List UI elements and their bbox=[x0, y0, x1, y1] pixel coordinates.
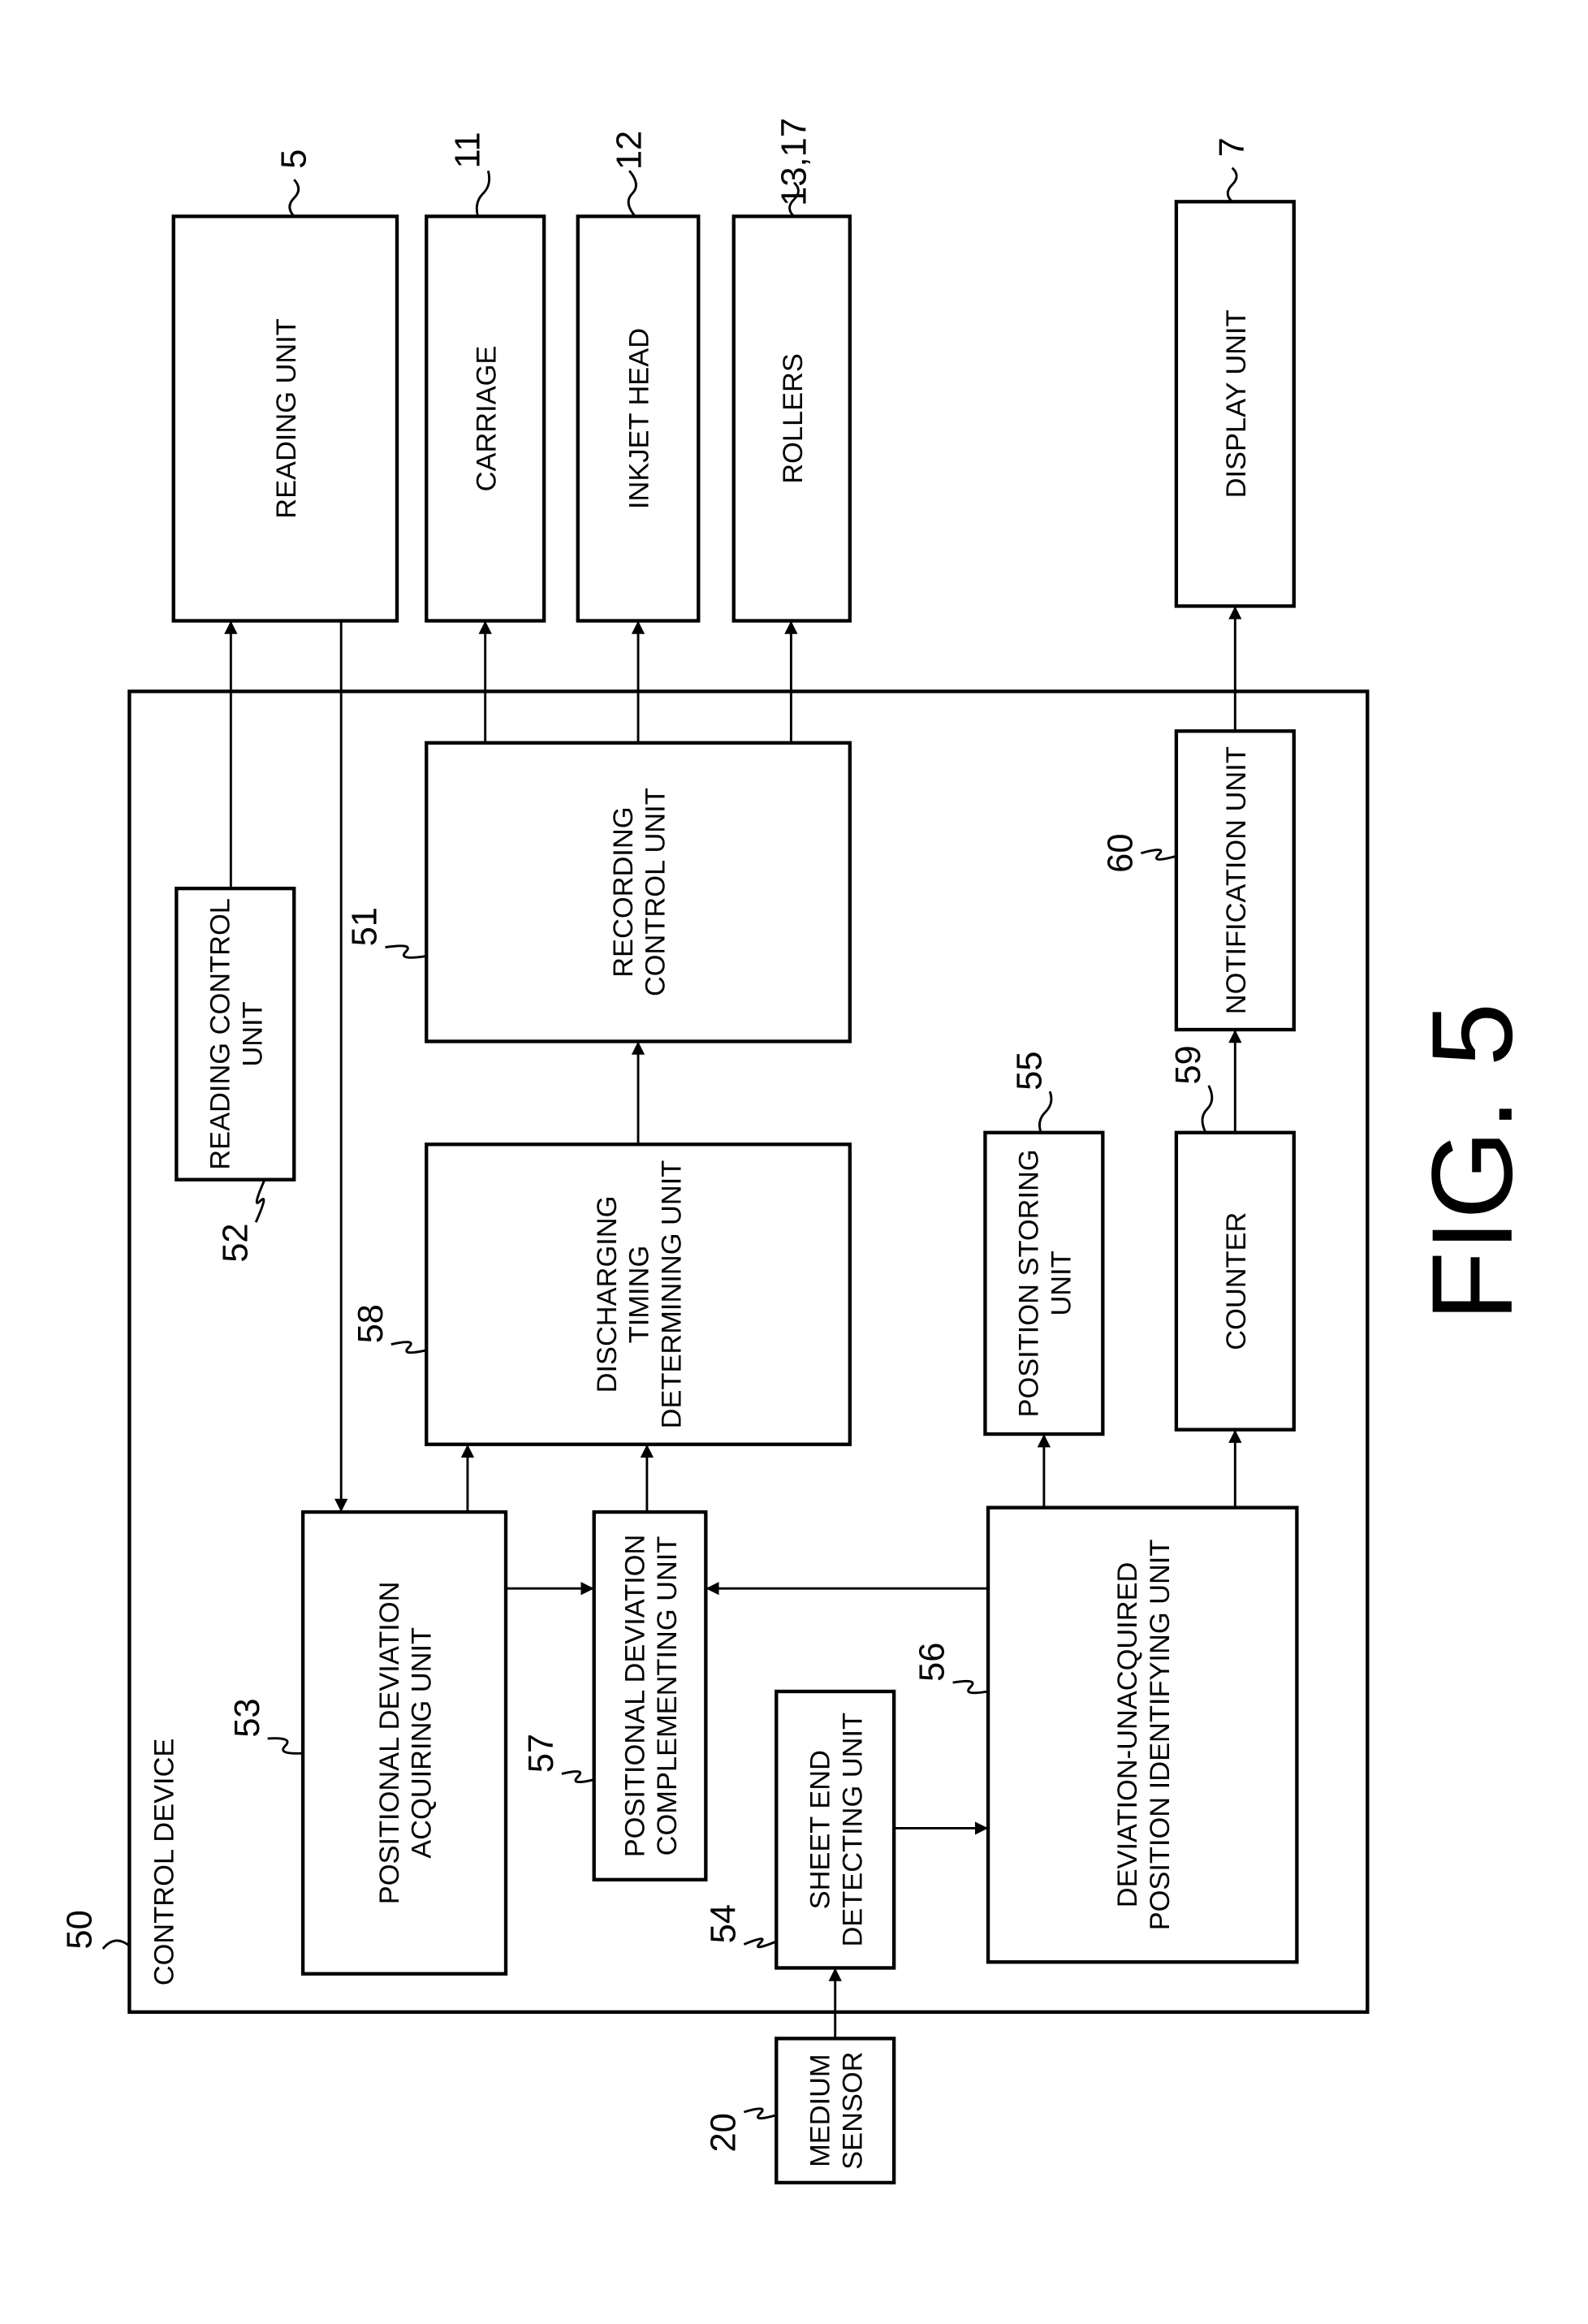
sheet-end-detecting-unit: SHEET ENDDETECTING UNIT bbox=[776, 1691, 894, 1968]
leader-line bbox=[1039, 1091, 1051, 1133]
position-storing-unit: POSITION STORINGUNIT bbox=[985, 1133, 1103, 1434]
medium-sensor-label: MEDIUM bbox=[805, 2054, 835, 2167]
positional-deviation-acquiring-unit-label: POSITIONAL DEVIATION bbox=[374, 1582, 405, 1905]
ref-number-58: 58 bbox=[352, 1304, 391, 1343]
display-unit-label: DISPLAY UNIT bbox=[1221, 309, 1252, 498]
leader-line bbox=[744, 2109, 776, 2119]
leader-line bbox=[290, 179, 299, 216]
leader-line bbox=[953, 1681, 988, 1692]
ref-number-5: 5 bbox=[275, 149, 314, 169]
leader-line bbox=[1141, 850, 1176, 860]
ref-number-54: 54 bbox=[705, 1904, 744, 1943]
position-storing-unit-label: POSITION STORING bbox=[1014, 1149, 1045, 1417]
discharging-timing-determining-unit: DISCHARGINGTIMINGDETERMINING UNIT bbox=[426, 1144, 850, 1444]
discharging-timing-determining-unit-label: DISCHARGING bbox=[592, 1196, 623, 1393]
reading-control-unit-label: UNIT bbox=[237, 1001, 268, 1066]
ref-number-53: 53 bbox=[228, 1698, 267, 1737]
ref-number-50: 50 bbox=[60, 1910, 99, 1949]
leader-line bbox=[744, 1939, 776, 1947]
recording-control-unit-label: CONTROL UNIT bbox=[641, 788, 671, 996]
rollers-label: ROLLERS bbox=[778, 353, 809, 484]
discharging-timing-determining-unit-label: TIMING bbox=[624, 1246, 655, 1343]
ref-number-52: 52 bbox=[216, 1223, 255, 1262]
leader-line bbox=[256, 1180, 265, 1223]
leader-line bbox=[477, 171, 489, 216]
positional-deviation-complementing-unit-label: COMPLEMENTING UNIT bbox=[652, 1536, 683, 1856]
control-device-label: CONTROL DEVICE bbox=[149, 1739, 180, 1986]
ref-number-59: 59 bbox=[1169, 1045, 1208, 1084]
notification-unit-label: NOTIFICATION UNIT bbox=[1221, 746, 1252, 1014]
leader-line bbox=[268, 1739, 303, 1754]
positional-deviation-acquiring-unit-label: ACQUIRING UNIT bbox=[407, 1627, 438, 1859]
medium-sensor: MEDIUMSENSOR bbox=[776, 2038, 894, 2182]
carriage-label: CARRIAGE bbox=[471, 346, 502, 492]
reading-control-unit: READING CONTROLUNIT bbox=[176, 888, 294, 1180]
figure-label: FIG. 5 bbox=[1408, 1003, 1536, 1321]
reading-unit: READING UNIT bbox=[174, 216, 397, 620]
leader-line-50 bbox=[103, 1941, 130, 1949]
leader-line bbox=[628, 171, 636, 216]
inkjet-head: INKJET HEAD bbox=[578, 216, 699, 620]
ref-number-13-17: 13,17 bbox=[775, 118, 813, 206]
reading-unit-label: READING UNIT bbox=[271, 318, 302, 519]
ref-number-11: 11 bbox=[448, 132, 487, 168]
deviation-unacquired-position-identifying-unit-label: DEVIATION-UNACQUIRED bbox=[1112, 1562, 1143, 1908]
leader-line bbox=[386, 946, 427, 957]
leader-line bbox=[562, 1772, 594, 1782]
leader-line bbox=[1202, 1086, 1212, 1133]
inkjet-head-label: INKJET HEAD bbox=[624, 328, 655, 509]
ref-number-51: 51 bbox=[346, 907, 385, 946]
leader-line bbox=[1228, 168, 1236, 202]
reading-control-unit-label: READING CONTROL bbox=[205, 898, 236, 1170]
recording-control-unit: RECORDINGCONTROL UNIT bbox=[426, 743, 850, 1042]
ref-number-7: 7 bbox=[1213, 137, 1252, 157]
medium-sensor-label: SENSOR bbox=[837, 2052, 868, 2170]
ref-number-55: 55 bbox=[1010, 1052, 1049, 1091]
ref-number-57: 57 bbox=[522, 1734, 561, 1773]
carriage: CARRIAGE bbox=[426, 216, 544, 620]
positional-deviation-acquiring-unit: POSITIONAL DEVIATIONACQUIRING UNIT bbox=[303, 1512, 506, 1974]
sheet-end-detecting-unit-label: DETECTING UNIT bbox=[837, 1713, 868, 1947]
ref-number-60: 60 bbox=[1102, 833, 1141, 872]
deviation-unacquired-position-identifying-unit-label: POSITION IDENTIFYING UNIT bbox=[1145, 1540, 1176, 1931]
deviation-unacquired-position-identifying-unit: DEVIATION-UNACQUIREDPOSITION IDENTIFYING… bbox=[988, 1508, 1297, 1963]
position-storing-unit-label: UNIT bbox=[1046, 1251, 1077, 1315]
ref-number-56: 56 bbox=[913, 1643, 952, 1682]
counter-label: COUNTER bbox=[1221, 1212, 1252, 1350]
ref-number-20: 20 bbox=[705, 2113, 744, 2152]
leader-line bbox=[391, 1342, 426, 1353]
ref-number-12: 12 bbox=[611, 131, 649, 170]
notification-unit: NOTIFICATION UNIT bbox=[1176, 731, 1294, 1030]
sheet-end-detecting-unit-label: SHEET END bbox=[805, 1750, 835, 1909]
positional-deviation-complementing-unit-label: POSITIONAL DEVIATION bbox=[619, 1535, 650, 1858]
recording-control-unit-label: RECORDING bbox=[608, 807, 639, 978]
discharging-timing-determining-unit-label: DETERMINING UNIT bbox=[657, 1160, 688, 1429]
counter: COUNTER bbox=[1176, 1133, 1294, 1430]
positional-deviation-complementing-unit: POSITIONAL DEVIATIONCOMPLEMENTING UNIT bbox=[594, 1512, 706, 1880]
display-unit: DISPLAY UNIT bbox=[1176, 201, 1294, 606]
rollers: ROLLERS bbox=[734, 216, 850, 620]
